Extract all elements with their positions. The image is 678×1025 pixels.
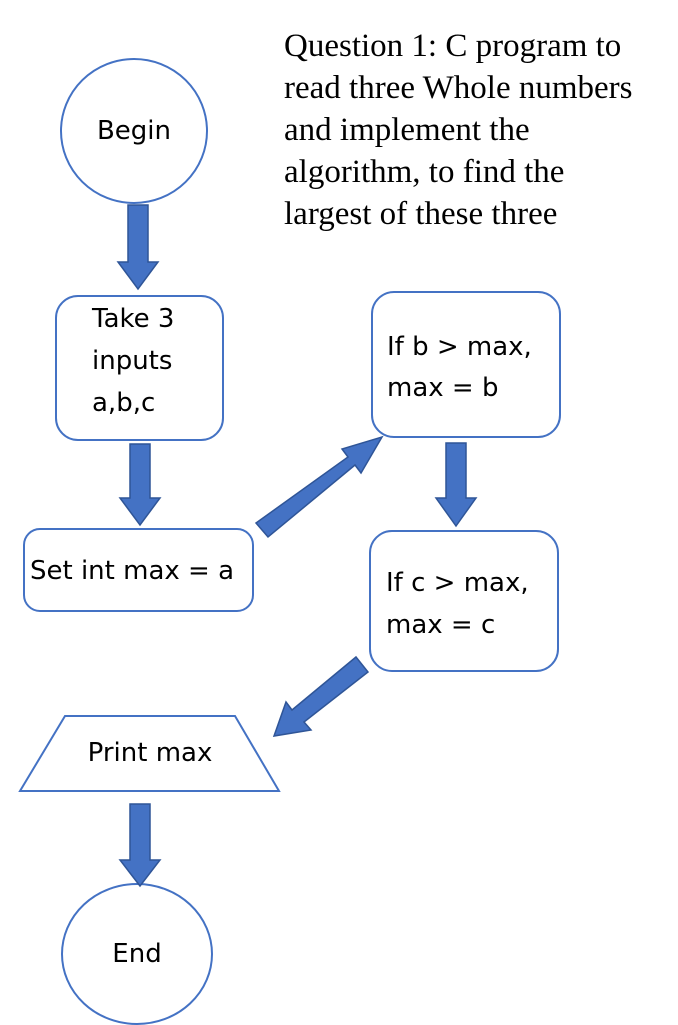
begin-label: Begin xyxy=(96,116,172,146)
arrow-if-c-to-print xyxy=(272,655,370,737)
if-c-label-line: max = c xyxy=(386,610,496,640)
if-c-decision-box xyxy=(369,530,559,672)
if-b-decision-box xyxy=(371,291,561,438)
title-line: read three Whole numbers xyxy=(284,70,633,106)
if-b-label-line: max = b xyxy=(387,373,499,403)
print-label: Print max xyxy=(87,738,213,768)
arrow-set-max-to-if-b xyxy=(254,435,384,539)
if-c-label-line: If c > max, xyxy=(386,568,529,598)
set-max-label: Set int max = a xyxy=(30,556,235,586)
arrow-print-to-end xyxy=(118,803,162,888)
title-line: Question 1: C program to xyxy=(284,28,622,64)
arrow-begin-to-inputs xyxy=(116,204,160,291)
inputs-label-line: inputs xyxy=(92,346,173,376)
begin-terminator xyxy=(60,58,208,204)
set-max-process-box xyxy=(23,528,254,612)
inputs-label-line: a,b,c xyxy=(92,388,156,418)
arrow-inputs-to-set-max xyxy=(118,443,162,527)
inputs-label-line: Take 3 xyxy=(92,304,175,334)
if-b-label-line: If b > max, xyxy=(387,332,532,362)
title-line: and implement the xyxy=(284,112,530,148)
end-terminator xyxy=(61,883,213,1025)
title-line: algorithm, to find the xyxy=(284,154,565,190)
title-line: largest of these three xyxy=(284,196,558,232)
end-label: End xyxy=(112,939,162,969)
print-output-trapezoid xyxy=(18,715,281,792)
arrow-if-b-to-if-c xyxy=(434,442,478,528)
inputs-process-box xyxy=(55,295,224,441)
